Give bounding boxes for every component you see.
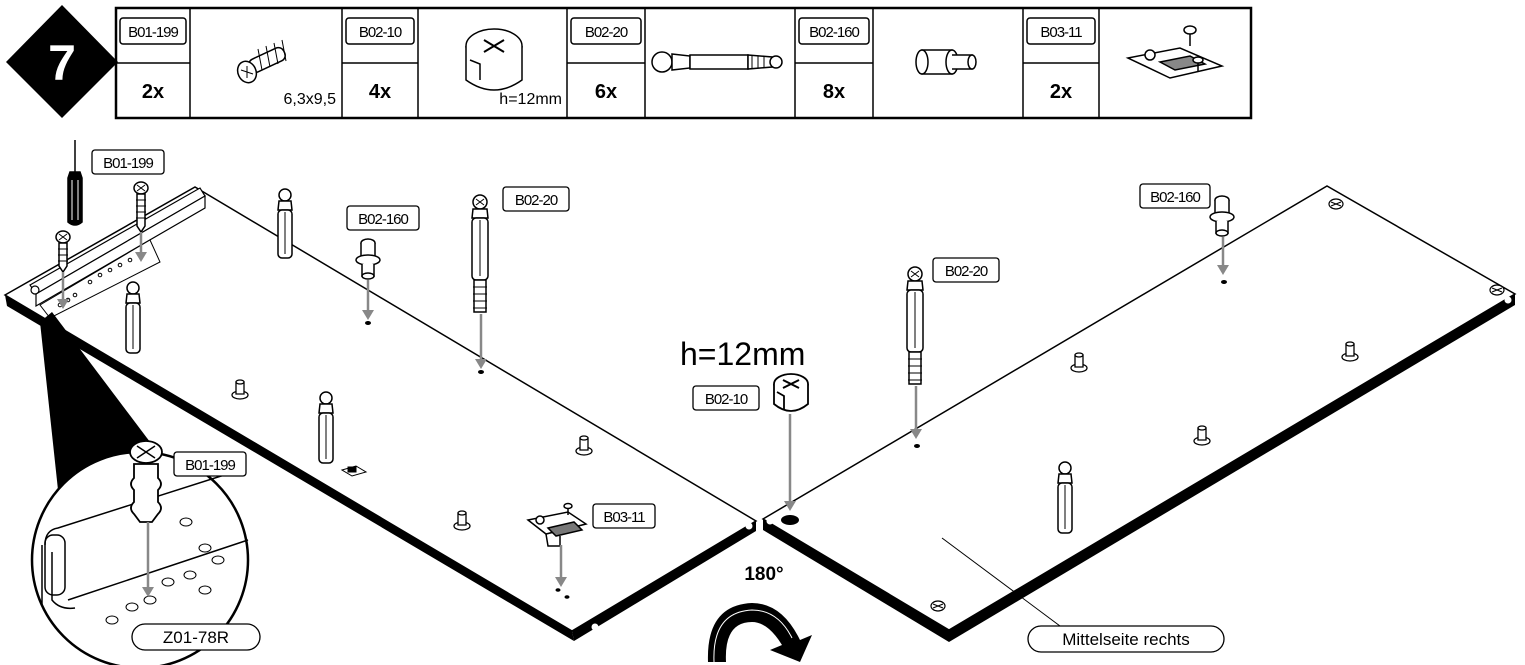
part-qty: 8x <box>823 81 845 103</box>
cam-height-label: h=12mm <box>680 336 805 372</box>
parts-table <box>114 6 1253 120</box>
svg-text:B01-199: B01-199 <box>103 155 153 172</box>
part-code-label: B01-199 <box>119 17 187 45</box>
detail-pointer <box>40 312 150 490</box>
screw-icon <box>133 181 149 234</box>
part-spec: h=12mm <box>499 91 562 108</box>
cam-bolt-icon <box>1057 461 1073 534</box>
panel-name-label: Mittelseite rechts <box>1027 625 1225 653</box>
hinge-plate-icon <box>340 465 368 477</box>
callout-label: B02-20 <box>932 257 1000 283</box>
svg-text:B02-160: B02-160 <box>358 211 408 228</box>
part-qty: 4x <box>369 81 391 103</box>
step-number: 7 <box>48 35 76 91</box>
callout-label: B02-160 <box>346 205 420 231</box>
svg-text:Mittelseite rechts: Mittelseite rechts <box>1062 630 1190 649</box>
shelf-pin-icon <box>1341 341 1359 362</box>
part-code-label: B02-10 <box>345 17 415 45</box>
shelf-pin-icon <box>453 510 471 531</box>
callout-label: B01-199 <box>173 451 247 477</box>
svg-text:B02-20: B02-20 <box>945 263 988 280</box>
svg-text:B03-11: B03-11 <box>1040 24 1082 41</box>
part-spec: 6,3x9,5 <box>284 91 337 108</box>
screw-head-icon <box>930 600 946 612</box>
shelf-pin-icon <box>1209 195 1235 237</box>
cam-lock-hole <box>781 515 799 525</box>
step-badge: 7 <box>6 5 118 118</box>
drawer-rail <box>29 187 206 308</box>
rail-bracket <box>39 239 161 319</box>
shelf-pin-icon <box>1193 425 1211 446</box>
svg-text:B02-160: B02-160 <box>809 24 859 41</box>
svg-text:B02-10: B02-10 <box>705 391 748 408</box>
svg-text:B02-160: B02-160 <box>1150 189 1200 206</box>
callout-label: B03-11 <box>592 503 656 529</box>
screw-head-icon <box>1328 198 1344 210</box>
svg-text:B01-199: B01-199 <box>128 24 178 41</box>
shelf-pin-icon <box>355 238 381 280</box>
screw-head-icon <box>1489 284 1505 296</box>
cam-lock-icon <box>773 373 809 412</box>
hinge-plate-icon <box>1125 25 1225 79</box>
svg-text:B01-199: B01-199 <box>185 457 235 474</box>
svg-text:B02-20: B02-20 <box>515 192 558 209</box>
shelf-pin-icon <box>1070 352 1088 373</box>
svg-text:Z01-78R: Z01-78R <box>163 628 229 647</box>
part-qty: 6x <box>595 81 617 103</box>
screw-icon <box>55 230 71 274</box>
part-qty: 2x <box>142 81 164 103</box>
hinge-plate-icon <box>526 502 588 547</box>
part-code-label: B02-20 <box>570 17 642 45</box>
svg-text:B03-11: B03-11 <box>603 509 645 526</box>
shelf-pin-icon <box>915 49 977 75</box>
screwdriver-icon <box>67 140 83 226</box>
part-code-label: B02-160 <box>798 17 870 45</box>
callout-label: B02-20 <box>502 186 570 212</box>
rotate-arrow-icon <box>707 603 812 663</box>
detail-circle <box>30 440 250 665</box>
svg-text:B02-10: B02-10 <box>359 24 402 41</box>
shelf-pin-icon <box>575 435 593 456</box>
screw-icon <box>236 39 287 84</box>
rail-label: Z01-78R <box>131 623 261 651</box>
part-code-label: B03-11 <box>1026 17 1096 45</box>
screw-icon <box>129 440 163 523</box>
cam-bolt-icon <box>277 188 293 259</box>
shelf-pin-icon <box>231 379 249 400</box>
cam-bolt-icon <box>471 194 489 313</box>
callout-label: B02-160 <box>1139 183 1211 209</box>
rotation-label: 180° <box>744 564 783 585</box>
callout-label: B01-199 <box>91 149 165 175</box>
cam-bolt-icon <box>125 281 141 354</box>
cam-bolt-icon <box>318 391 334 464</box>
right-panel <box>761 185 1517 642</box>
cam-lock-icon <box>465 28 523 91</box>
part-qty: 2x <box>1050 81 1072 103</box>
cam-bolt-icon <box>651 51 783 73</box>
cam-bolt-icon <box>906 266 924 385</box>
callout-label: B02-10 <box>692 385 760 411</box>
svg-text:B02-20: B02-20 <box>585 24 628 41</box>
